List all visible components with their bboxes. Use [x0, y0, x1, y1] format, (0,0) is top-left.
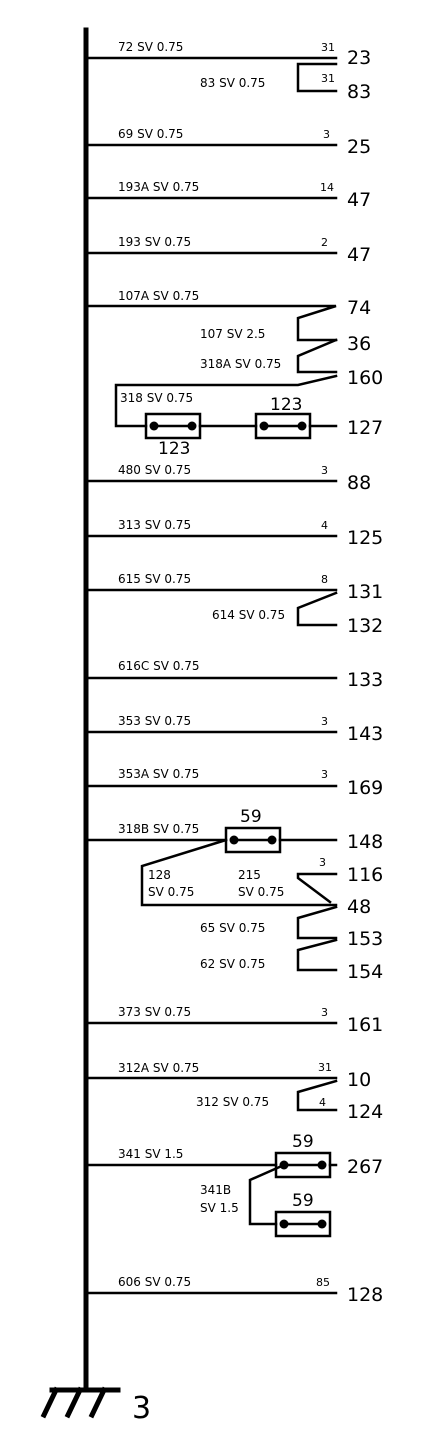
- wire-label-215-spec: SV 0.75: [238, 885, 284, 899]
- fuse-59-b: [274, 1151, 332, 1179]
- pin-number: 4: [319, 1096, 326, 1109]
- fuse-label: 59: [292, 1191, 314, 1211]
- wire-label: 341 SV 1.5: [118, 1147, 183, 1161]
- wire-107: [296, 338, 338, 374]
- terminal-number: 125: [347, 527, 383, 549]
- wire-label: 193A SV 0.75: [118, 180, 199, 194]
- wire-label-341b-num: 341B: [200, 1183, 231, 1197]
- wire-label: 72 SV 0.75: [118, 40, 183, 54]
- fuse-123-a: [144, 412, 202, 440]
- pin-number: 3: [321, 715, 328, 728]
- terminal-number: 74: [347, 297, 371, 319]
- terminal-number: 36: [347, 333, 371, 355]
- wire-label: 65 SV 0.75: [200, 921, 265, 935]
- terminal-number: 127: [347, 417, 383, 439]
- terminal-number: 23: [347, 47, 371, 69]
- pin-number: 8: [321, 573, 328, 586]
- wire-label-128-spec: SV 0.75: [148, 885, 194, 899]
- wire-label: 318 SV 0.75: [120, 391, 193, 405]
- pin-number: 31: [321, 41, 335, 54]
- wire-label: 312 SV 0.75: [196, 1095, 269, 1109]
- fuse-59-a: [224, 826, 282, 854]
- wire-label-341b-spec: SV 1.5: [200, 1201, 239, 1215]
- wire-label: 373 SV 0.75: [118, 1005, 191, 1019]
- wire-312: [296, 1079, 338, 1112]
- wire-label: 615 SV 0.75: [118, 572, 191, 586]
- ground-symbol: [40, 1386, 121, 1419]
- wire-label-215-num: 215: [238, 868, 261, 882]
- wire-label: 62 SV 0.75: [200, 957, 265, 971]
- pin-number: 3: [321, 1006, 328, 1019]
- wire-label: 318B SV 0.75: [118, 822, 199, 836]
- terminal-number: 47: [347, 189, 371, 211]
- pin-number: 3: [321, 464, 328, 477]
- pin-number: 85: [316, 1276, 330, 1289]
- wire-614: [296, 591, 338, 627]
- terminal-number: 154: [347, 961, 383, 983]
- wire-label: 69 SV 0.75: [118, 127, 183, 141]
- ground-label: 3: [132, 1391, 151, 1426]
- pin-number: 3: [321, 768, 328, 781]
- wire-label: 614 SV 0.75: [212, 608, 285, 622]
- wire-label: 107 SV 2.5: [200, 327, 265, 341]
- terminal-number: 88: [347, 472, 371, 494]
- pin-number: 2: [321, 236, 328, 249]
- wire-label: 312A SV 0.75: [118, 1061, 199, 1075]
- fuse-label: 59: [240, 807, 262, 827]
- wire-label: 353 SV 0.75: [118, 714, 191, 728]
- wire-128: [140, 838, 338, 907]
- terminal-number: 128: [347, 1284, 383, 1306]
- terminal-number: 161: [347, 1014, 383, 1036]
- terminal-number: 124: [347, 1101, 383, 1123]
- terminal-number: 25: [347, 136, 371, 158]
- pin-number: 14: [320, 181, 334, 194]
- wire-318a: [114, 374, 338, 428]
- wire-65: [296, 905, 338, 940]
- wire-label-128-num: 128: [148, 868, 171, 882]
- terminal-number: 116: [347, 864, 383, 886]
- terminal-number: 131: [347, 581, 383, 603]
- terminal-number: 143: [347, 723, 383, 745]
- pin-number: 31: [321, 72, 335, 85]
- wire-107a: [86, 304, 338, 342]
- wire-label: 193 SV 0.75: [118, 235, 191, 249]
- fuse-123-b: [254, 412, 312, 440]
- pin-number: 3: [319, 856, 326, 869]
- terminal-number: 132: [347, 615, 383, 637]
- terminal-number: 148: [347, 831, 383, 853]
- wire-62: [296, 938, 338, 972]
- wire-label: 107A SV 0.75: [118, 289, 199, 303]
- wire-label: 606 SV 0.75: [118, 1275, 191, 1289]
- wire-label: 83 SV 0.75: [200, 76, 265, 90]
- fuse-label: 59: [292, 1132, 314, 1152]
- terminal-number: 160: [347, 367, 383, 389]
- terminal-number: 153: [347, 928, 383, 950]
- terminal-number: 47: [347, 244, 371, 266]
- terminal-number: 83: [347, 81, 371, 103]
- pin-number: 4: [321, 519, 328, 532]
- wire-341b: [248, 1163, 286, 1226]
- terminal-number: 267: [347, 1156, 383, 1178]
- wire-215: [296, 872, 338, 904]
- wire-label: 353A SV 0.75: [118, 767, 199, 781]
- pin-number: 31: [318, 1061, 332, 1074]
- terminal-number: 10: [347, 1069, 371, 1091]
- wire-label: 313 SV 0.75: [118, 518, 191, 532]
- fuse-59-c: [274, 1210, 332, 1238]
- terminal-number: 169: [347, 777, 383, 799]
- wire-label: 616C SV 0.75: [118, 659, 199, 673]
- terminal-number: 133: [347, 669, 383, 691]
- fuse-label: 123: [158, 439, 190, 459]
- fuse-label: 123: [270, 395, 302, 415]
- wire-83: [296, 62, 338, 93]
- wire-label: 318A SV 0.75: [200, 357, 281, 371]
- terminal-number: 48: [347, 896, 371, 918]
- pin-number: 3: [323, 128, 330, 141]
- wire-label: 480 SV 0.75: [118, 463, 191, 477]
